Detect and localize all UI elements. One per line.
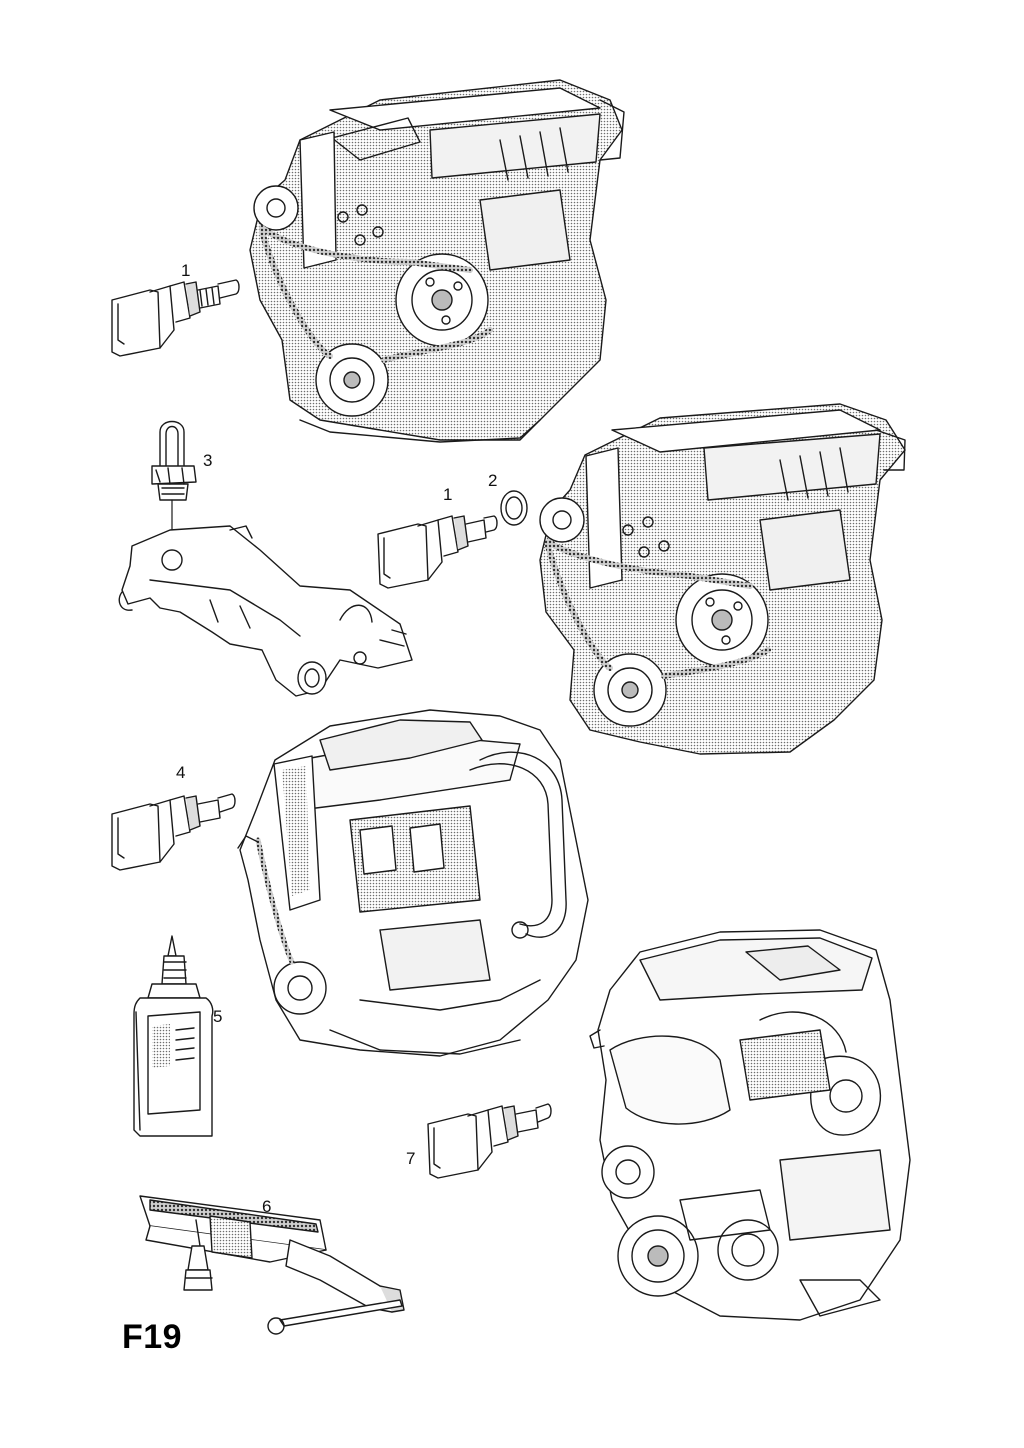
callout-7: 7 <box>406 1149 415 1168</box>
part-3-switch <box>152 422 196 549</box>
callout-5: 5 <box>213 1007 222 1026</box>
part-5-sealant-bottle <box>134 936 213 1136</box>
callout-1-middle: 1 <box>443 485 452 504</box>
engine-3 <box>238 710 588 1056</box>
engine-2 <box>540 404 905 754</box>
part-2-seal-ring <box>501 491 527 525</box>
part-1-sensor-middle <box>378 516 497 588</box>
engine-1 <box>250 80 624 442</box>
callout-4: 4 <box>176 763 185 782</box>
callout-1-top: 1 <box>181 261 190 280</box>
water-housing <box>119 526 412 696</box>
part-4-sensor <box>112 794 235 870</box>
part-1-sensor-top <box>112 280 239 356</box>
part-7-sensor <box>428 1104 551 1178</box>
callout-3: 3 <box>203 451 212 470</box>
callout-2: 2 <box>488 471 497 490</box>
engine-4 <box>590 930 910 1320</box>
callout-6: 6 <box>262 1197 271 1216</box>
part-6-sealant-tube-kit <box>140 1196 404 1334</box>
figure-code-label: F19 <box>122 1318 183 1356</box>
